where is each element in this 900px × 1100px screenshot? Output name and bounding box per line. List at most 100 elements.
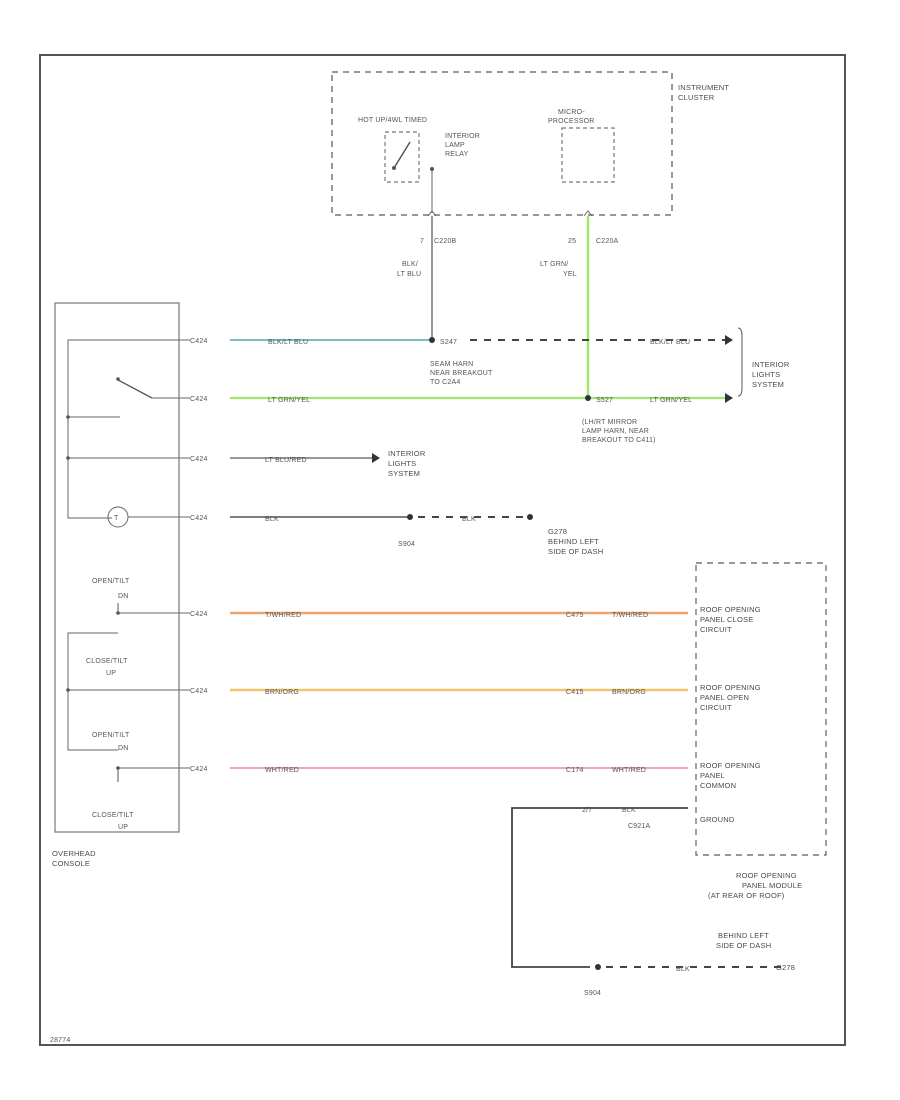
wire-2-right-label: LT GRN/YEL (650, 397, 692, 404)
console-sw4-2: UP (118, 824, 128, 831)
interior-lights-2-line2: LIGHTS (388, 459, 416, 468)
console-sw3b: DN (118, 745, 129, 752)
wire-1-color-label: BLK/LT BLU (268, 339, 308, 346)
wire-2-note-3: BREAKOUT TO C411) (582, 437, 656, 444)
ground-g278-node (527, 514, 533, 520)
wire-5-pin: C475 (566, 612, 584, 619)
lamp-bulb-glyph: T (114, 515, 119, 522)
console-sw2-1: CLOSE/TILT (86, 658, 128, 665)
roof-close-3: CIRCUIT (700, 625, 732, 634)
wire-5-color-label: T/WH/RED (265, 612, 301, 619)
pin-left-number: 7 (420, 238, 424, 245)
roof-open-2: PANEL OPEN (700, 693, 749, 702)
roof-common-2: PANEL (700, 771, 725, 780)
pin-right-number: 25 (568, 238, 576, 245)
connector-code: C424 (190, 456, 208, 463)
node-icon (66, 688, 70, 692)
connector-code: C424 (190, 396, 208, 403)
interior-lights-1-line3: SYSTEM (752, 380, 784, 389)
wire-ltgrn-yel-label-1: LT GRN/ (540, 261, 568, 268)
arrow-right-icon (372, 453, 380, 463)
ground-wire-label: BLK (622, 807, 636, 814)
bottom-splice-label: S904 (584, 990, 601, 997)
arrow-right-icon (725, 393, 733, 403)
console-sw3: OPEN/TILT (92, 732, 130, 739)
node-icon (66, 415, 70, 419)
console-sw1b: DN (118, 593, 129, 600)
wire-2-note-1: (LH/RT MIRROR (582, 419, 637, 426)
relay-label-2: INTERIOR (445, 133, 480, 140)
roof-module-box (695, 562, 827, 856)
roof-close-2: PANEL CLOSE (700, 615, 753, 624)
wire-4-right-label: BLK (462, 516, 476, 523)
ground-pin: 2/7 (582, 807, 592, 814)
node-icon (116, 611, 120, 615)
console-light-switch-icon (117, 379, 153, 399)
connector-markers: C424 C424 C424 C424 C424 C424 C424 (190, 338, 208, 773)
console-name-1: OVERHEAD (52, 849, 96, 858)
roof-common-1: ROOF OPENING (700, 761, 761, 770)
pin-right-connector: C220A (596, 238, 619, 245)
relay-label-4: RELAY (445, 151, 469, 158)
wire-blk-ltblu-label-1: BLK/ (402, 261, 418, 268)
relay-label-3: LAMP (445, 142, 465, 149)
diagram-frame (39, 54, 846, 1046)
roof-common-3: COMMON (700, 781, 736, 790)
roof-ground: GROUND (700, 815, 735, 824)
wire-7-pin: C174 (566, 767, 584, 774)
interior-lights-2-line1: INTERIOR (388, 449, 426, 458)
splice-s904-bottom-node (595, 964, 601, 970)
wire-3-color-label: LT BLU/RED (265, 457, 307, 464)
ground-g278-line2: BEHIND LEFT (548, 537, 599, 546)
roof-module-title-1: ROOF OPENING (736, 871, 797, 880)
splice-s247-node (429, 337, 435, 343)
console-name-2: CONSOLE (52, 859, 90, 868)
wire-4-splice: S904 (398, 541, 415, 548)
wire-2-color-label: LT GRN/YEL (268, 397, 310, 404)
wire-4-color-label: BLK (265, 516, 279, 523)
console-bus-line (67, 339, 190, 519)
wire-5-right-label: T/WH/RED (612, 612, 648, 619)
relay-pivot-icon (392, 166, 396, 170)
wire-6-color-label: BRN/ORG (265, 689, 299, 696)
roof-close-1: ROOF OPENING (700, 605, 761, 614)
roof-module-title-3: (AT REAR OF ROOF) (708, 891, 785, 900)
ground-connector: C921A (628, 823, 651, 830)
relay-label-1: HOT UP/4WL TIMED (358, 117, 427, 124)
arrow-right-icon (725, 335, 733, 345)
wire-ltgrn-yel-label-2: YEL (563, 271, 577, 278)
console-sw1: OPEN/TILT (92, 578, 130, 585)
connector-code: C424 (190, 688, 208, 695)
microprocessor-box (561, 127, 615, 183)
instrument-cluster-title-2: CLUSTER (678, 93, 715, 102)
connector-code: C424 (190, 515, 208, 522)
wire-2-note-2: LAMP HARN, NEAR (582, 428, 649, 435)
instrument-cluster-title-1: INSTRUMENT (678, 83, 729, 92)
ground-wire (511, 807, 688, 968)
connector-code: C424 (190, 611, 208, 618)
pin-connector-right-icon (583, 210, 593, 217)
instrument-cluster-box (331, 71, 673, 216)
overhead-console-box (54, 302, 180, 833)
wire-1-note-1: SEAM HARN (430, 361, 473, 368)
splice-s527-node (585, 395, 591, 401)
switch-pivot-icon (116, 377, 120, 381)
wire-7-color-label: WHT/RED (265, 767, 299, 774)
micro-label-2: PROCESSOR (548, 118, 595, 125)
wire-blk-ltblu-label-2: LT BLU (397, 271, 421, 278)
wire-6-right-label: BRN/ORG (612, 689, 646, 696)
interior-lights-1-line2: LIGHTS (752, 370, 780, 379)
splice-s904-node (407, 514, 413, 520)
bottom-ground-line2: SIDE OF DASH (716, 941, 771, 950)
micro-label-1: MICRO- (558, 109, 585, 116)
roof-open-3: CIRCUIT (700, 703, 732, 712)
roof-open-1: ROOF OPENING (700, 683, 761, 692)
bottom-wire-label: BLK (676, 966, 690, 973)
wire-2-splice: S527 (596, 397, 613, 404)
relay-output-node (430, 167, 434, 171)
wire-1-right-label: BLK/LT BLU (650, 339, 690, 346)
wire-1-note-3: TO C2A4 (430, 379, 460, 386)
ground-g278-line1: G278 (548, 527, 567, 536)
wire-6-pin: C415 (566, 689, 584, 696)
